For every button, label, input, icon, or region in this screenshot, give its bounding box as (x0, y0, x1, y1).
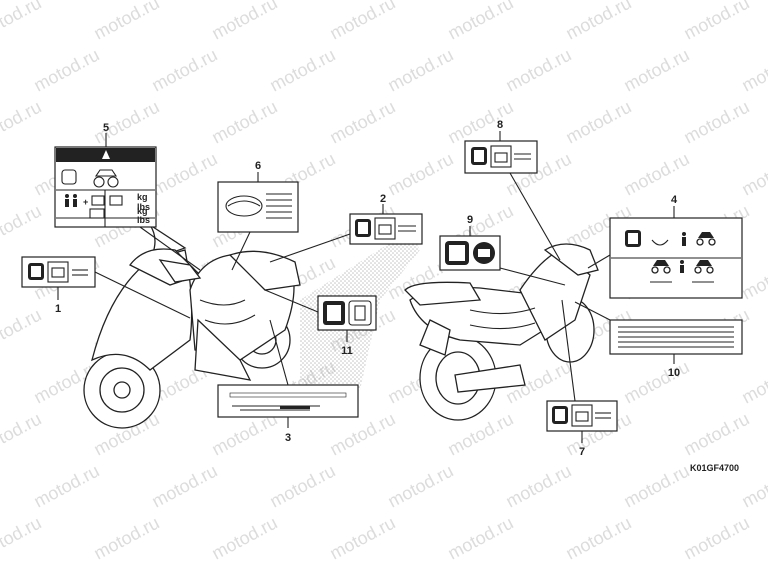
watermark-text: motod.ru (0, 305, 45, 356)
watermark-text: motod.ru (326, 97, 398, 148)
watermark-text: motod.ru (148, 45, 220, 96)
watermark-text: motod.ru (208, 513, 280, 564)
callout-6: 6 (255, 160, 261, 172)
label-5-kg-bottom: kg (137, 206, 148, 216)
callout-4: 4 (671, 194, 678, 206)
scooter-rear-view (404, 243, 599, 421)
watermark-text: motod.ru (502, 45, 574, 96)
watermark-text: motod.ru (90, 97, 162, 148)
watermark-text: motod.ru (266, 461, 338, 512)
watermark-text: motod.ru (680, 409, 752, 460)
label-5: + kg lbs kg lbs (54, 146, 157, 228)
watermark-text: motod.ru (90, 0, 162, 44)
label-8 (464, 140, 538, 174)
watermark-text: motod.ru (208, 0, 280, 44)
watermark-text: motod.ru (326, 513, 398, 564)
callout-9: 9 (467, 214, 473, 226)
leader-lines (57, 131, 675, 443)
callout-11: 11 (341, 345, 353, 357)
watermark-text: motod.ru (384, 461, 456, 512)
watermark-text: motod.ru (738, 461, 768, 512)
watermark-text: motod.ru (738, 45, 768, 96)
watermark-text: motod.ru (620, 149, 692, 200)
watermark-text: motod.ru (738, 253, 768, 304)
label-5-lbs-top: lbs (137, 202, 150, 212)
watermark-text: motod.ru (562, 0, 634, 44)
watermark-text: motod.ru (620, 461, 692, 512)
watermark-text: motod.ru (444, 513, 516, 564)
watermark-text: motod.ru (90, 513, 162, 564)
watermark-text: motod.ru (266, 45, 338, 96)
diagram-code: K01GF4700 (690, 463, 739, 473)
callout-2: 2 (380, 193, 386, 205)
label-1 (21, 256, 96, 288)
callout-7: 7 (579, 446, 585, 458)
label-7 (546, 400, 618, 432)
watermark-text: motod.ru (0, 97, 45, 148)
watermark-text: motod.ru (738, 357, 768, 408)
callout-1: 1 (55, 303, 61, 315)
watermark-text: motod.ru (148, 461, 220, 512)
watermark-text: motod.ru (680, 0, 752, 44)
watermark-text: motod.ru (30, 461, 102, 512)
watermark-text: motod.ru (444, 97, 516, 148)
label-3 (217, 384, 359, 418)
watermark-text: motod.ru (0, 0, 45, 44)
label-11 (317, 295, 377, 331)
watermark-text: motod.ru (0, 409, 45, 460)
watermark-text: motod.ru (0, 201, 45, 252)
label-10 (609, 319, 743, 355)
watermark-text: motod.ru (326, 0, 398, 44)
label-5-lbs-bottom: lbs (137, 215, 150, 225)
label-4 (609, 217, 743, 299)
watermark-text: motod.ru (148, 149, 220, 200)
label-6 (217, 181, 299, 233)
watermark-text: motod.ru (562, 513, 634, 564)
watermark-text: motod.ru (680, 513, 752, 564)
callout-10: 10 (668, 367, 680, 379)
watermark-text: motod.ru (738, 149, 768, 200)
label-2 (349, 213, 423, 245)
watermark-text: motod.ru (384, 45, 456, 96)
watermark-text: motod.ru (384, 149, 456, 200)
label-9 (439, 235, 501, 271)
callout-8: 8 (497, 119, 503, 131)
label-5-kg-top: kg (137, 192, 148, 202)
watermark-text: motod.ru (562, 97, 634, 148)
callout-3: 3 (285, 432, 291, 444)
watermark-text: motod.ru (444, 0, 516, 44)
watermark-text: motod.ru (620, 357, 692, 408)
watermark-text: motod.ru (502, 461, 574, 512)
watermark-text: motod.ru (680, 97, 752, 148)
watermark-text: motod.ru (30, 45, 102, 96)
watermark-text: motod.ru (208, 97, 280, 148)
svg-text:+: + (83, 197, 88, 207)
watermark-text: motod.ru (620, 45, 692, 96)
watermark-text: motod.ru (0, 513, 45, 564)
callout-5: 5 (103, 122, 109, 134)
